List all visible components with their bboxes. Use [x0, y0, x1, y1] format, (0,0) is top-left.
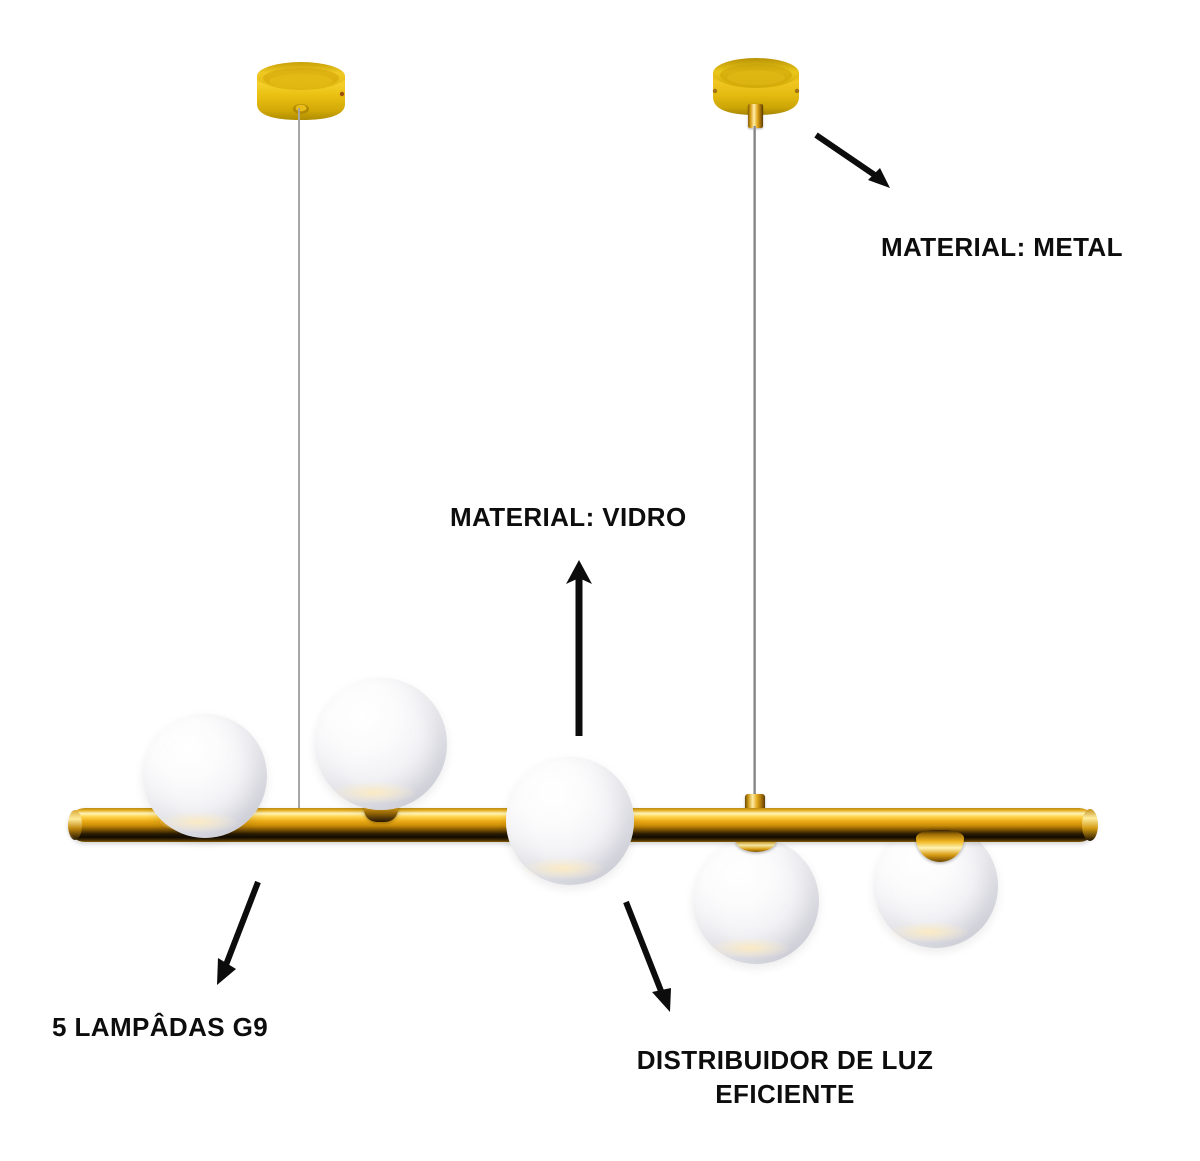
callout-metal: MATERIAL: METAL: [881, 232, 1123, 262]
right-canopy-svg: [712, 58, 800, 115]
arrow-lamps: [217, 880, 261, 985]
arrow-metal: [814, 132, 890, 188]
right-canopy: [708, 53, 804, 127]
left-canopy-svg: [257, 62, 345, 120]
callout-lamps: 5 LAMPÂDAS G9: [52, 1012, 269, 1042]
callout-vidro: MATERIAL: VIDRO: [450, 502, 687, 532]
globe-2: [315, 678, 447, 810]
globe-3: [506, 757, 634, 885]
right-canopy-cable-grip: [748, 104, 763, 128]
callout-distribuidor: DISTRIBUIDOR DE LUZ EFICIENTE: [620, 1043, 950, 1112]
right-cable: [753, 126, 756, 800]
left-canopy: [253, 58, 349, 130]
globe-4: [693, 838, 819, 964]
globe-1: [143, 714, 267, 838]
arrow-vidro: [566, 560, 592, 736]
callout-distribuidor-line2: EFICIENTE: [715, 1079, 855, 1110]
arrow-distribuidor: [623, 900, 671, 1012]
left-cable: [298, 108, 300, 822]
callout-distribuidor-line1: DISTRIBUIDOR DE LUZ: [636, 1045, 934, 1075]
